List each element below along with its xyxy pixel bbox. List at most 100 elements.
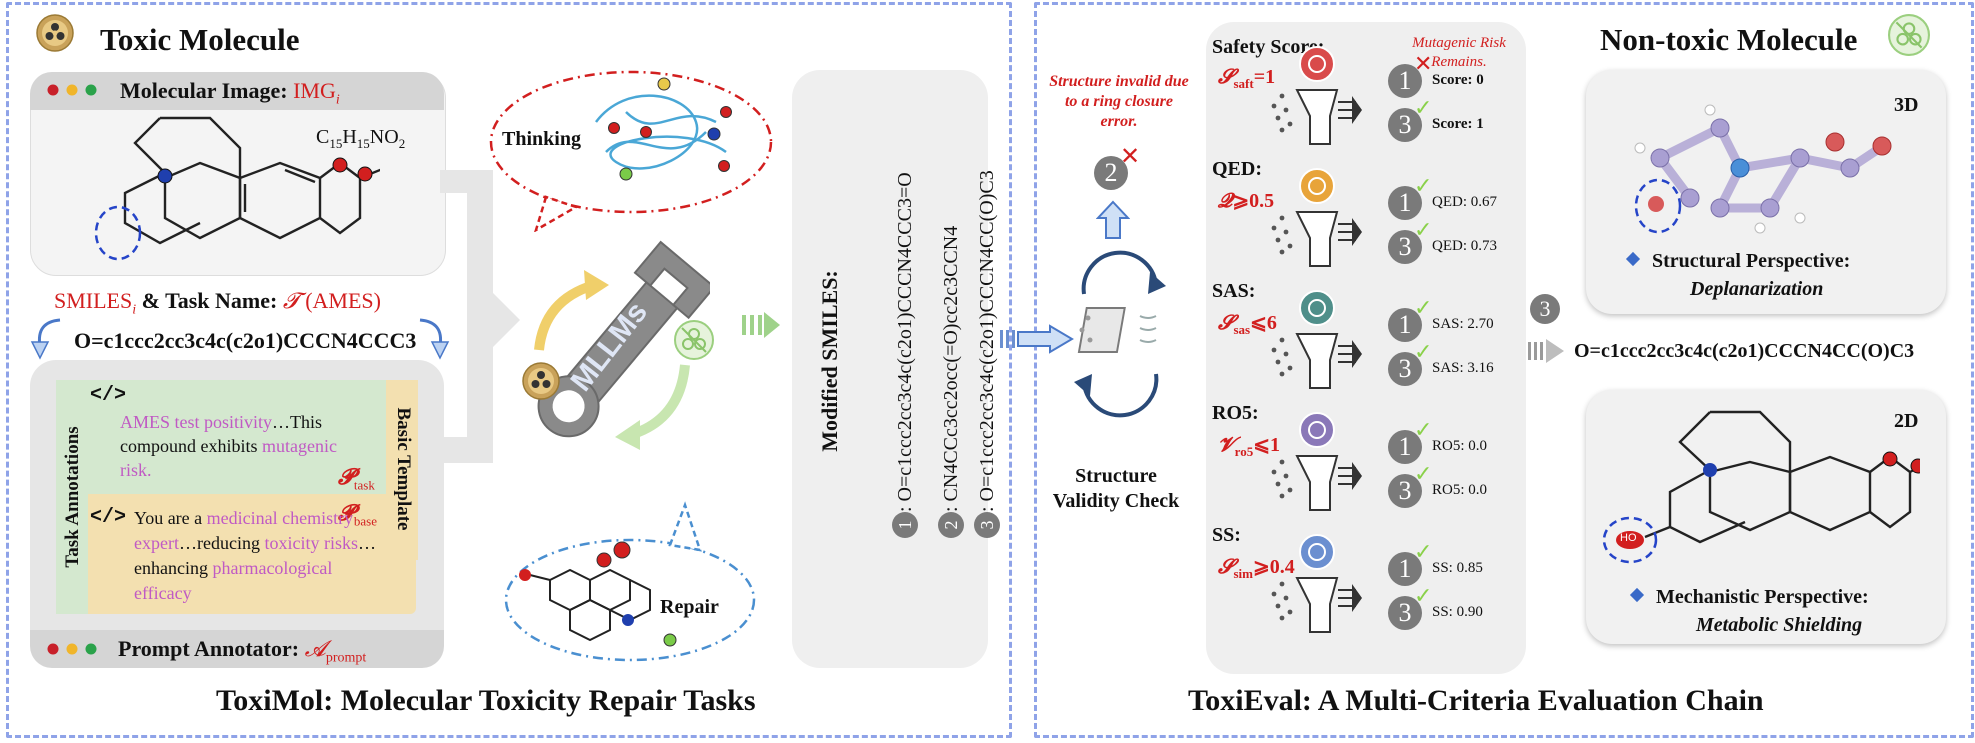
card-3d	[1586, 70, 1946, 314]
criterion-filter-icon	[1271, 46, 1362, 145]
result-text: SS: 0.85	[1432, 560, 1483, 576]
result-text: SS: 0.90	[1432, 604, 1483, 620]
up-arrow	[1095, 200, 1131, 245]
molecular-image-label: Molecular Image: IMGi	[120, 78, 340, 108]
repair-bubble	[500, 500, 770, 675]
check-icon: ✓	[1414, 96, 1433, 121]
invalid-note: Structure invalid due to a ring closure …	[1049, 73, 1189, 130]
criterion-filter-icon	[1271, 534, 1362, 633]
check-icon: ✓	[1414, 540, 1433, 565]
criterion-name: SAS:	[1212, 280, 1256, 302]
toxic-molecule-structure	[40, 108, 386, 273]
input-arrow	[1000, 324, 1080, 359]
validity-check-icon	[1070, 244, 1170, 429]
nontoxic-icon	[1888, 14, 1930, 61]
card-header-bar	[30, 72, 444, 110]
right-footer: ToxiEval: A Multi-Criteria Evaluation Ch…	[1188, 684, 1764, 717]
task-annotation-area	[56, 380, 416, 494]
result-badge: 3	[1388, 352, 1422, 386]
result-text: SAS: 2.70	[1432, 316, 1494, 332]
criterion-condition: 𝓢sas⩽6	[1218, 312, 1277, 337]
criterion-filter-icon	[1271, 168, 1362, 267]
toxic-to-mllm-arrow	[524, 270, 614, 365]
criterion-condition: 𝓢sim⩾0.4	[1218, 556, 1295, 581]
modified-smiles-box	[792, 70, 988, 668]
modified-smiles-item-1: 1: O=c1ccc2cc3c4c(c2o1)CCCN4CCC3=O	[892, 138, 932, 538]
card-3d-tag: 3D	[1894, 94, 1919, 116]
toxic-molecule-title: Toxic Molecule	[100, 22, 300, 57]
biohazard-icon	[36, 14, 74, 52]
molecular-formula: C15H15NO2	[316, 126, 406, 151]
nontoxic-icon	[674, 320, 714, 365]
result-text: QED: 0.73	[1432, 238, 1497, 254]
input-smiles: O=c1ccc2cc3c4c(c2o1)CCCN4CCC3	[74, 328, 417, 353]
criterion-filter-icon	[1271, 412, 1362, 511]
result-badge: 1	[1388, 552, 1422, 586]
base-template-area	[56, 494, 416, 614]
molecule-2d-structure	[1600, 402, 1926, 577]
card-2d-tag: 2D	[1894, 410, 1919, 432]
prompt-annotator-label: Prompt Annotator: 𝓐prompt	[118, 636, 367, 666]
fail-x-icon: ✕	[1120, 142, 1141, 170]
structural-perspective: Structural Perspective:	[1652, 250, 1851, 272]
result-badge: 3	[1388, 596, 1422, 630]
final-badge: 3	[1530, 294, 1560, 324]
biohazard-icon	[522, 362, 560, 405]
criterion-filter-icon	[1271, 290, 1362, 389]
check-icon: ✓	[1414, 462, 1433, 487]
criterion-name: RO5:	[1212, 402, 1259, 424]
code-icon: </>	[90, 506, 127, 529]
nontoxic-title: Non-toxic Molecule	[1600, 22, 1858, 57]
basic-template-label: Basic Template	[393, 407, 414, 531]
criterion-name: QED:	[1212, 158, 1262, 180]
criterion-name: Safety Score:	[1212, 36, 1325, 58]
left-footer: ToxiMol: Molecular Toxicity Repair Tasks	[216, 684, 756, 717]
result-badge: 1	[1388, 64, 1422, 98]
final-smiles: O=c1ccc2cc3c4c(c2o1)CCCN4CC(O)C3	[1574, 340, 1915, 362]
result-text: SAS: 3.16	[1432, 360, 1494, 376]
deplanarization: Deplanarization	[1690, 278, 1824, 300]
mllm-to-nontoxic-arrow	[610, 360, 700, 455]
fail-x-icon: ✕	[1414, 52, 1433, 77]
task-annotations-label: Task Annotations	[62, 426, 83, 568]
ho-label: HO	[1620, 532, 1637, 544]
result-text: Score: 0	[1432, 72, 1484, 88]
thinking-label: Thinking	[502, 128, 581, 150]
thinking-bubble	[486, 62, 776, 237]
right-panel	[1034, 2, 1974, 738]
window-dots	[46, 641, 100, 662]
result-text: QED: 0.67	[1432, 194, 1497, 210]
dotted-arrow	[742, 310, 782, 345]
result-badge: 1	[1388, 430, 1422, 464]
modified-smiles-item-2: 2: CN4CCc3cc2occ(=O)cc2c3CCN4	[938, 138, 978, 538]
criterion-condition: 𝓠⩾0.5	[1218, 190, 1275, 212]
molecule-3d-render	[1600, 88, 1920, 243]
left-panel	[6, 2, 1012, 738]
base-template-text: You are a medicinal chemistry expert…red…	[134, 508, 376, 603]
window-dots	[46, 82, 100, 103]
criteria-panel	[1206, 22, 1526, 674]
metabolic-shielding: Metabolic Shielding	[1696, 614, 1863, 636]
invalid-badge: 2	[1094, 156, 1128, 190]
check-icon: ✓	[1414, 584, 1433, 609]
p-task-label: 𝓟task	[338, 464, 375, 493]
mechanistic-perspective: Mechanistic Perspective:	[1656, 586, 1869, 608]
check-icon: ✓	[1414, 340, 1433, 365]
task-annotation-text: AMES test positivity…This compound exhib…	[120, 412, 337, 480]
annotator-bar	[30, 630, 444, 668]
result-badge: 1	[1388, 186, 1422, 220]
smiles-task-line: SMILESi & Task Name: 𝓣 (AMES)	[54, 288, 381, 318]
curly-arrow-left	[30, 316, 66, 365]
final-arrow	[1528, 336, 1568, 371]
result-text: Score: 1	[1432, 116, 1484, 132]
validity-check-label: Structure Validity Check	[1052, 465, 1180, 512]
result-badge: 3	[1388, 108, 1422, 142]
check-icon: ✓	[1414, 174, 1433, 199]
code-icon: </>	[90, 384, 127, 407]
result-badge: 3	[1388, 474, 1422, 508]
